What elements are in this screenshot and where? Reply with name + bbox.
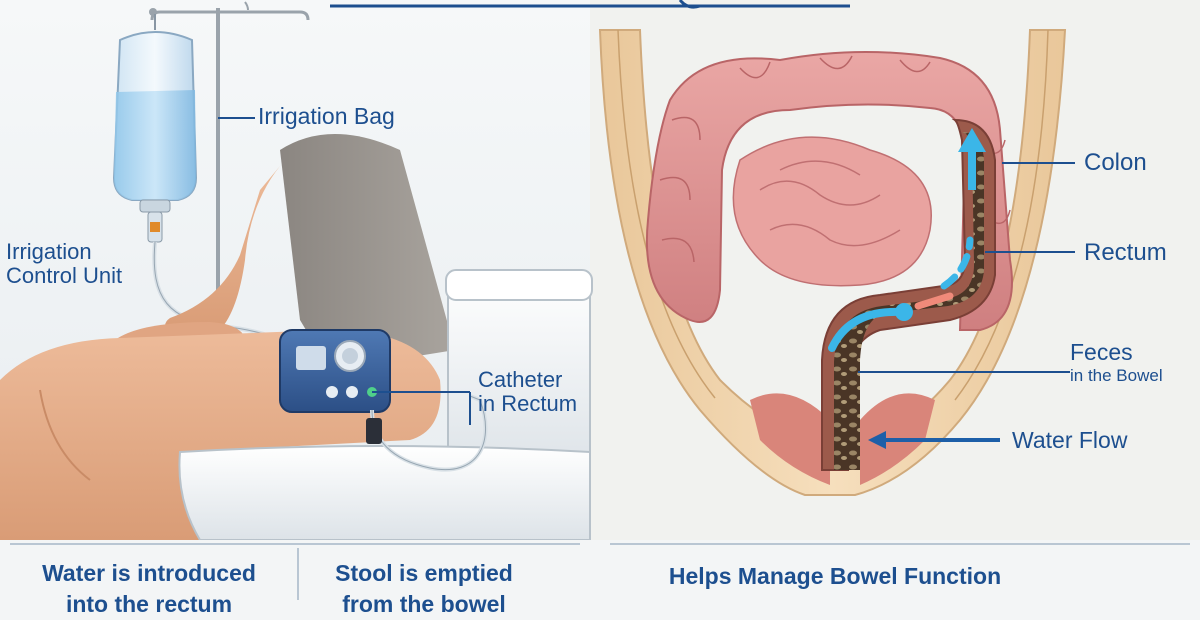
label-irrigation-bag: Irrigation Bag	[258, 103, 395, 129]
label-control-unit: Irrigation Control Unit	[6, 239, 123, 289]
label-control-unit-line1: Irrigation	[6, 239, 92, 264]
water-flow-arrows	[828, 128, 986, 352]
label-water-flow: Water Flow	[1012, 427, 1128, 453]
caption-1-line2: into the rectum	[65, 591, 233, 618]
caption-2-line2: from the bowel	[342, 591, 506, 618]
diagram-canvas	[0, 0, 1200, 600]
label-catheter: Catheter in Rectum	[478, 367, 578, 417]
label-rectum: Rectum	[1084, 239, 1167, 266]
caption-1-line1: Water is introduced	[42, 560, 256, 586]
irrigation-control-unit	[279, 329, 391, 413]
caption-band	[0, 540, 1200, 600]
irrigation-bag	[112, 14, 198, 243]
caption-stool-emptied: Stool is emptied from the bowel	[300, 558, 548, 620]
label-feces: Feces in the Bowel	[1070, 339, 1163, 386]
label-feces-line2: in the Bowel	[1070, 366, 1163, 386]
water-flow-arrow-pointer	[868, 431, 1000, 449]
title-banner-edge	[330, 0, 850, 9]
colon	[645, 50, 1013, 471]
caption-helps-manage: Helps Manage Bowel Function	[668, 563, 1002, 589]
label-colon: Colon	[1084, 149, 1147, 176]
pelvis-cross-section	[598, 29, 1067, 496]
label-catheter-line2: in Rectum	[478, 391, 578, 417]
caption-water-introduced: Water is introduced into the rectum	[0, 558, 298, 620]
label-catheter-line1: Catheter	[478, 367, 563, 392]
label-feces-line1: Feces	[1070, 339, 1133, 365]
caption-2-line1: Stool is emptied	[335, 560, 513, 586]
label-control-unit-line2: Control Unit	[6, 263, 123, 289]
